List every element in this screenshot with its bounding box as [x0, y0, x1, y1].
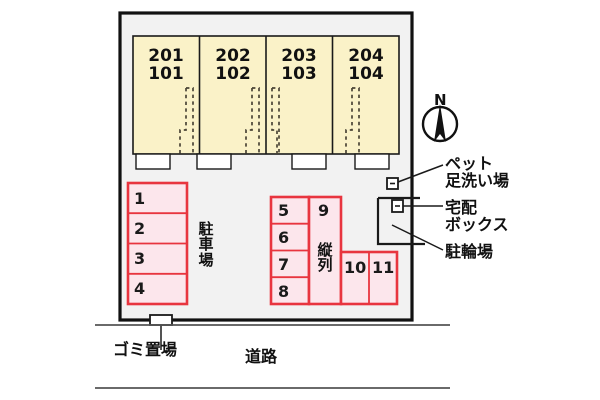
entrance-stoop-4: [354, 153, 390, 170]
road-label: 道路: [245, 347, 278, 366]
stall-number-10: 10: [344, 258, 367, 277]
entry-stair-4b: [352, 87, 360, 154]
entry-stair-3b: [272, 87, 280, 154]
entry-stair-outlines: [179, 87, 360, 154]
entry-stair-1a: [179, 88, 187, 154]
entry-stair-4a: [345, 88, 353, 154]
leader-bicycle-parking: [391, 224, 444, 251]
unit-upper-4: 204: [348, 46, 384, 66]
delivery-box-label: 宅配 ボックス: [445, 198, 509, 235]
entry-stair-1b: [186, 87, 194, 154]
compass-north-letter: N: [434, 91, 447, 109]
stall-number-1: 1: [134, 189, 146, 208]
tandem-parking-label: 縦列: [317, 241, 333, 275]
leader-lines: [160, 164, 444, 350]
bicycle-parking-structure: [376, 198, 425, 246]
compass-rose-icon: [421, 104, 459, 143]
unit-upper-3: 203: [281, 46, 317, 66]
east-parking-block: [339, 250, 399, 306]
tandem-parking-stall: [307, 195, 343, 306]
center-parking-block: [269, 195, 311, 306]
apartment-building-block: [132, 35, 400, 170]
entrance-stoop-3: [291, 153, 327, 170]
unit-lower-3: 103: [281, 64, 317, 85]
entrance-stoop-2: [196, 153, 232, 170]
boundary-markers: [149, 177, 404, 326]
stall-number-7: 7: [278, 255, 290, 274]
stall-number-8: 8: [278, 282, 290, 301]
entrance-stoop-1: [135, 153, 171, 170]
garbage-area-marker: [149, 314, 173, 326]
stall-number-6: 6: [278, 228, 290, 247]
entry-stair-3a: [271, 88, 278, 154]
entry-stair-2b: [252, 87, 260, 154]
pet-wash-label: ペット 足洗い場: [445, 154, 510, 191]
west-parking-block: [126, 181, 189, 306]
stall-number-5: 5: [278, 201, 290, 220]
stall-number-9: 9: [318, 201, 330, 220]
unit-lower-1: 101: [148, 64, 184, 85]
unit-lower-2: 102: [215, 64, 251, 85]
leader-pet-wash: [397, 164, 444, 183]
stall-number-2: 2: [134, 219, 146, 238]
road-lines: [95, 324, 450, 389]
stall-number-11: 11: [372, 258, 395, 277]
entry-stair-2a: [245, 88, 253, 154]
unit-upper-1: 201: [148, 46, 184, 66]
parking-lot-label: 駐車場: [198, 220, 214, 269]
compass-needle: [434, 104, 446, 142]
unit-lower-4: 104: [348, 64, 384, 85]
bicycle-parking-label: 駐輪場: [445, 242, 494, 261]
stall-number-4: 4: [134, 279, 146, 298]
stall-number-3: 3: [134, 249, 146, 268]
unit-upper-2: 202: [215, 46, 251, 66]
garbage-area-label: ゴミ置場: [113, 340, 178, 359]
